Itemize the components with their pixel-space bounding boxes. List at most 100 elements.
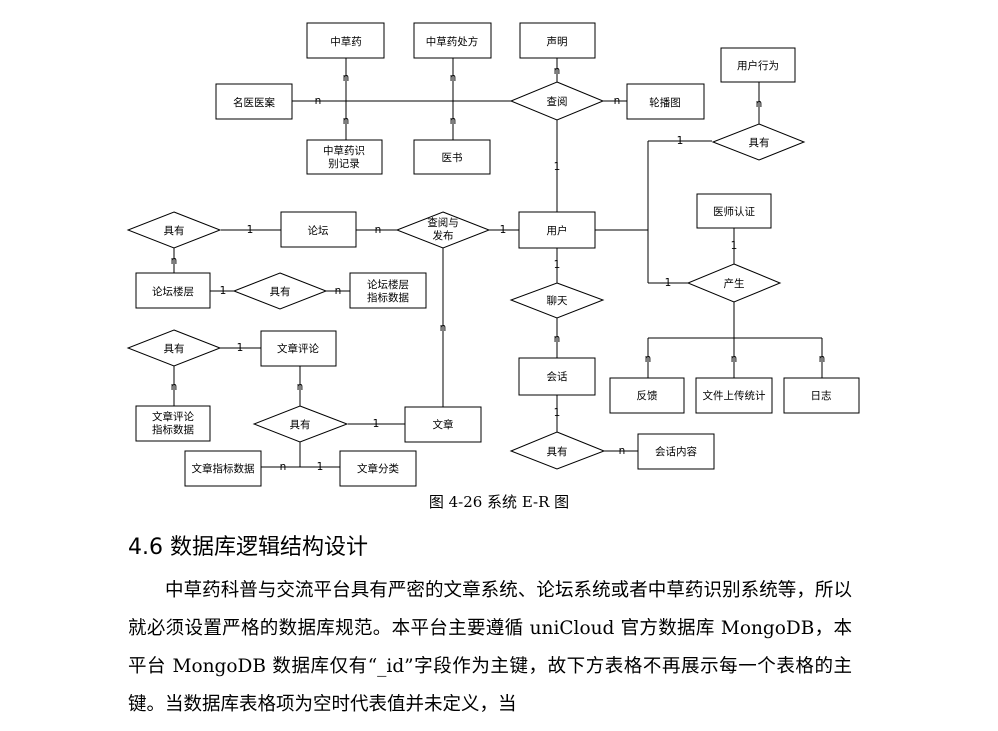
entity-herb-record (306, 139, 383, 175)
relationship-has-article (252, 405, 349, 443)
entity-label: 论坛 (308, 224, 329, 237)
entity-label: 用户 (547, 224, 568, 237)
relationship-has-comment (126, 329, 222, 367)
entity-floor-metrics (349, 272, 427, 309)
entity-statement (519, 22, 596, 59)
entity-label: 别记录 (328, 158, 360, 170)
entity-session (518, 357, 596, 396)
cardinality-label: n (645, 353, 652, 365)
cardinality-label: n (450, 115, 457, 127)
relationship-label: 查阅 (547, 95, 568, 108)
entity-session-content (637, 433, 715, 470)
cardinality-label: 1 (373, 418, 380, 430)
cardinality-label: n (554, 65, 561, 77)
entity-label: 文章 (433, 418, 454, 431)
section-heading: 4.6 数据库逻辑结构设计 (128, 535, 368, 560)
entity-label: 轮播图 (649, 96, 681, 109)
entity-label: 指标数据 (152, 423, 194, 436)
cardinality-label: n (315, 95, 322, 107)
entity-prescription (413, 22, 492, 59)
cardinality-label: 1 (554, 259, 561, 271)
cardinality-label: n (614, 95, 621, 107)
cardinality-label: n (440, 322, 447, 334)
entity-forum (280, 211, 357, 248)
cardinality-label: n (731, 353, 738, 365)
entity-medical-book (413, 139, 491, 175)
entity-label: 文件上传统计 (703, 389, 766, 402)
entity-label: 会话 (547, 370, 568, 383)
entity-label: 中草药处方 (426, 35, 479, 48)
cardinality-label: n (297, 381, 304, 393)
relationship-chat (509, 282, 605, 319)
relationship-label: 聊天 (547, 294, 568, 307)
entity-log (783, 377, 860, 414)
entity-feedback (609, 377, 685, 414)
cardinality-label: n (619, 445, 626, 457)
entity-label: 用户行为 (737, 59, 779, 72)
body-paragraph: 中草药科普与交流平台具有严密的文章系统、论坛系统或者中草药识别系统等，所以就必须… (128, 580, 852, 715)
cardinality-label: 1 (665, 277, 672, 289)
entity-label: 文章评论 (152, 410, 194, 423)
entity-label: 医师认证 (713, 205, 755, 218)
cardinality-label: 1 (677, 135, 684, 147)
relationship-produce (686, 263, 782, 303)
er-diagram: n n n n n n n n 1 1 1 n 1 n 1 1 1 1 n n … (126, 22, 860, 487)
cardinality-label: 1 (731, 240, 738, 252)
cardinality-label: 1 (500, 224, 507, 236)
relationship-view-publish (395, 211, 491, 249)
relationship-label: 具有 (270, 285, 291, 298)
cardinality-label: n (450, 72, 457, 84)
relationship-label: 具有 (547, 445, 568, 458)
cardinality-label: n (819, 353, 826, 365)
entity-article (404, 406, 482, 443)
relationship-has-behavior (711, 123, 806, 161)
entity-label: 会话内容 (655, 445, 697, 458)
relationship-label: 具有 (164, 224, 185, 237)
entity-forum-floor (135, 272, 211, 309)
entity-doctor-cert (696, 193, 772, 229)
entity-carousel (626, 83, 705, 120)
entity-user-behavior (720, 47, 796, 83)
entity-label: 医书 (442, 152, 463, 164)
entity-label: 文章评论 (277, 342, 319, 355)
entity-label: 文章指标数据 (192, 462, 255, 475)
entity-label: 中草药识 (323, 144, 365, 157)
entity-label: 日志 (811, 389, 832, 402)
cardinality-label: 1 (220, 285, 227, 297)
cardinality-label: n (756, 98, 763, 110)
cardinality-label: 1 (554, 161, 561, 173)
cardinality-label: n (375, 224, 382, 236)
cardinality-label: n (335, 285, 342, 297)
entity-label: 名医医案 (233, 96, 275, 109)
cardinality-label: n (343, 72, 350, 84)
relationship-has-forum (126, 211, 222, 249)
relationship-view (509, 81, 605, 121)
relationship-label: 具有 (290, 418, 311, 431)
cardinality-label: n (343, 115, 350, 127)
entity-label: 论坛楼层 (367, 278, 409, 291)
entity-label: 论坛楼层 (152, 285, 194, 298)
entity-label: 中草药 (330, 35, 362, 48)
entity-label: 文章分类 (357, 462, 399, 475)
relationship-has-session (509, 431, 606, 470)
entity-label: 指标数据 (367, 291, 409, 304)
cardinality-label: 1 (554, 407, 561, 419)
entity-famous-cases (215, 83, 293, 120)
cardinality-label: n (280, 461, 287, 473)
entity-comment-metrics (135, 405, 211, 442)
entity-upload-stats (695, 377, 773, 414)
cardinality-label: 1 (317, 461, 324, 473)
cardinality-label: n (554, 333, 561, 345)
relationship-label: 具有 (749, 136, 770, 149)
entity-herb (306, 22, 385, 59)
relationship-label: 查阅与 (427, 216, 459, 229)
entity-article-metrics (184, 450, 262, 487)
relationship-has-floor (232, 272, 328, 310)
figure-caption: 图 4-26 系统 E-R 图 (428, 493, 570, 511)
entity-user (518, 211, 596, 249)
cardinality-label: n (171, 381, 178, 393)
relationship-label: 发布 (433, 229, 454, 242)
entity-label: 声明 (547, 35, 568, 48)
entity-label: 反馈 (637, 389, 658, 402)
entity-article-category (339, 450, 417, 487)
